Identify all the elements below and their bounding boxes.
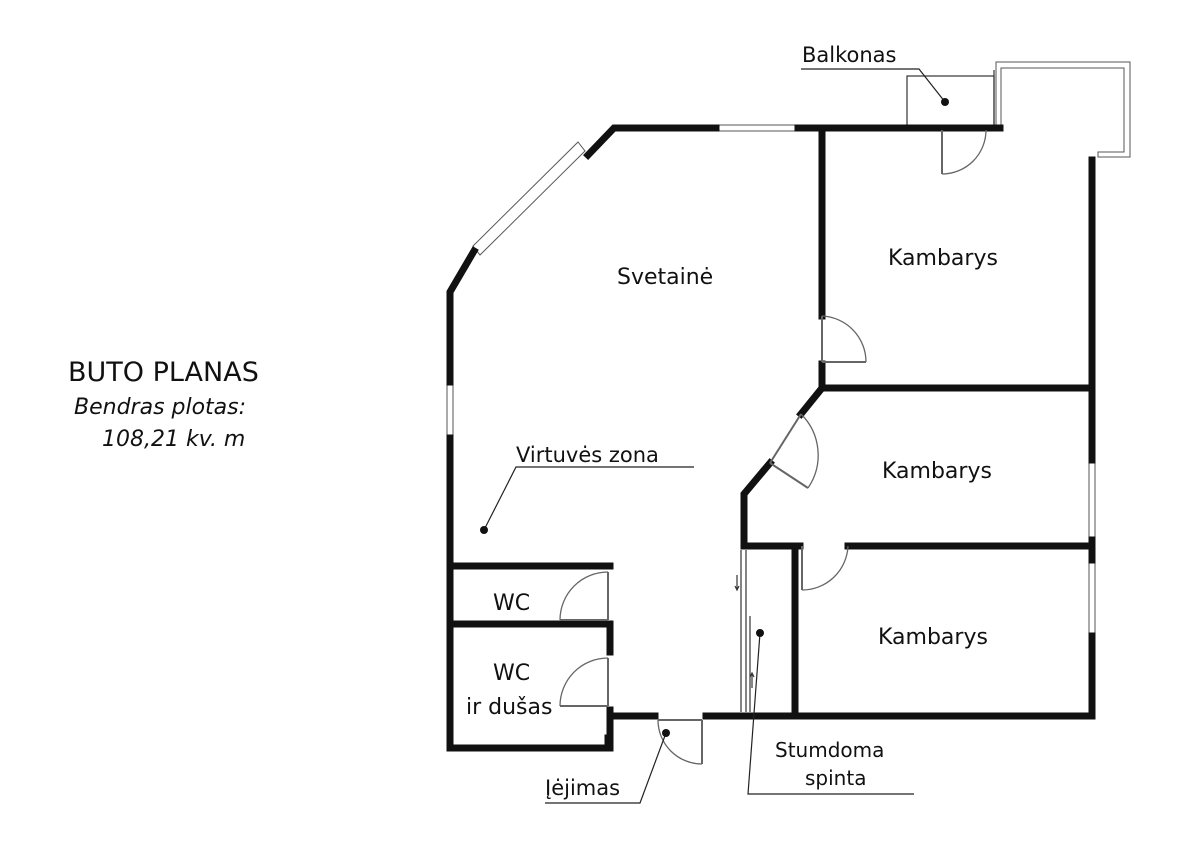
- area-label: Bendras plotas:: [74, 395, 246, 420]
- room-label-living: Svetainė: [617, 265, 713, 290]
- room-label-wc: WC: [493, 591, 530, 616]
- room-label-wc-shower-2: ir dušas: [466, 695, 552, 720]
- callout-entrance: Įėjimas: [545, 729, 670, 804]
- doors: [559, 129, 987, 765]
- room-label-kambarys-1: Kambarys: [888, 246, 998, 271]
- room-label-kambarys-2: Kambarys: [882, 459, 992, 484]
- room-label-wc-shower-1: WC: [493, 661, 530, 686]
- walls: [446, 124, 1096, 752]
- windows: [446, 124, 1096, 637]
- callout-wardrobe-label-2: spinta: [805, 766, 866, 790]
- callout-entrance-label: Įėjimas: [545, 776, 620, 800]
- callout-wardrobe-label-1: Stumdoma: [775, 738, 884, 762]
- callout-balcony-label: Balkonas: [802, 43, 897, 67]
- area-value: 108,21 kv. m: [102, 427, 245, 452]
- callout-kitchen-label: Virtuvės zona: [516, 443, 659, 467]
- balcony: [906, 61, 1131, 158]
- callout-balcony: Balkonas: [801, 43, 949, 106]
- sliding-wardrobe: [734, 550, 755, 712]
- room-label-kambarys-3: Kambarys: [878, 625, 988, 650]
- callout-kitchen: Virtuvės zona: [480, 443, 694, 534]
- plan-title: BUTO PLANAS: [68, 357, 259, 388]
- callout-wardrobe: Stumdoma spinta: [747, 629, 914, 795]
